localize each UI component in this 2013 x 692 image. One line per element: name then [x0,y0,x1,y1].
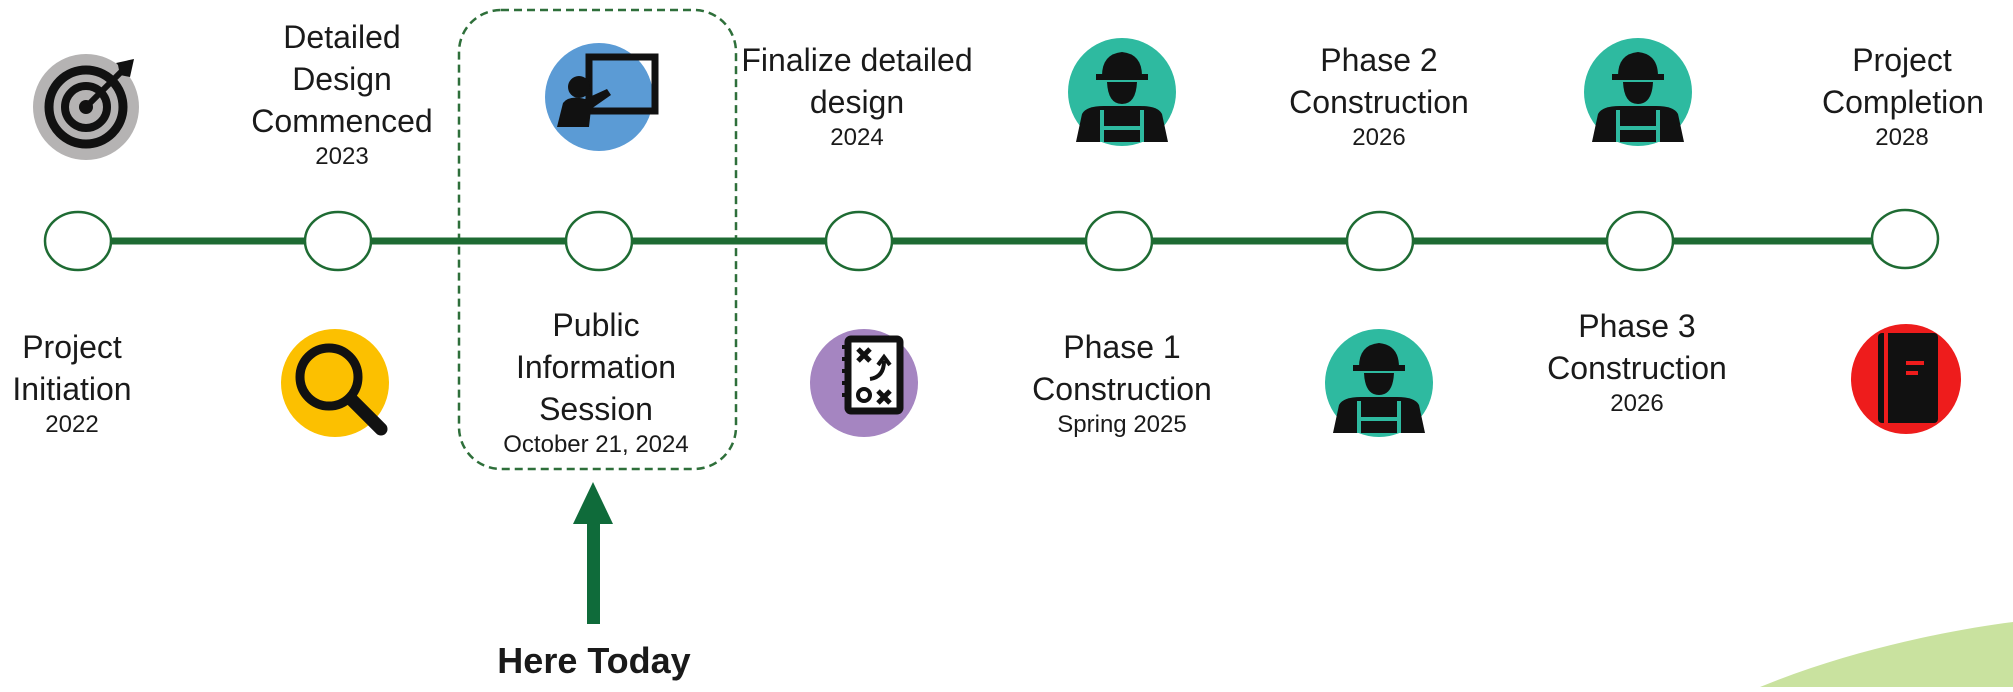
milestone-title: Project Completion [1822,42,1984,120]
milestone-date: 2026 [1610,390,1664,417]
presentation-icon [545,43,659,151]
timeline-node[interactable] [824,210,894,272]
timeline-node[interactable] [1084,210,1154,272]
milestone-date: 2023 [315,143,369,170]
strategy-plan-icon [810,329,918,437]
decorative-swoosh [1760,622,2013,687]
milestone-date: Spring 2025 [1057,411,1187,438]
milestone-label: Detailed Design Commenced 2023 [222,16,462,172]
milestone-date: 2024 [830,124,884,151]
milestone-label: Finalize detailed design 2024 [737,39,977,153]
here-today-label: Here Today [497,640,691,681]
milestone-label: Phase 2 Construction 2026 [1259,39,1499,153]
target-icon [33,54,139,160]
timeline-node[interactable] [1870,208,1940,270]
milestone-title: Phase 2 Construction [1289,42,1469,120]
here-today-arrow [573,482,613,624]
milestone-title: Finalize detailed design [741,42,973,120]
construction-worker-icon [1325,329,1433,437]
milestone-label current-milestone: Public Information Session October 21, 2… [476,304,716,460]
timeline-node[interactable] [43,210,113,272]
construction-worker-icon [1068,38,1176,146]
milestone-date: 2026 [1352,124,1406,151]
milestone-title: Phase 3 Construction [1547,308,1727,386]
milestone-date: 2022 [45,411,99,438]
timeline-nodes [43,208,1940,272]
milestone-title: Public Information Session [515,307,677,427]
magnifier-icon [281,329,389,437]
milestone-title: Project Initiation [12,329,132,407]
milestone-label: Phase 3 Construction 2026 [1517,305,1757,419]
timeline-node[interactable] [564,210,634,272]
timeline-node[interactable] [1345,210,1415,272]
milestone-title: Detailed Design Commenced [251,19,433,139]
timeline-node[interactable] [303,210,373,272]
milestone-label: Project Completion 2028 [1782,39,2013,153]
construction-worker-icon [1584,38,1692,146]
timeline-node[interactable] [1605,210,1675,272]
milestone-date: October 21, 2024 [503,431,689,458]
milestone-label: Phase 1 Construction Spring 2025 [1002,326,1242,440]
milestone-label: Project Initiation 2022 [0,326,192,440]
milestone-title: Phase 1 Construction [1032,329,1212,407]
milestone-date: 2028 [1875,124,1929,151]
book-icon [1851,324,1961,434]
